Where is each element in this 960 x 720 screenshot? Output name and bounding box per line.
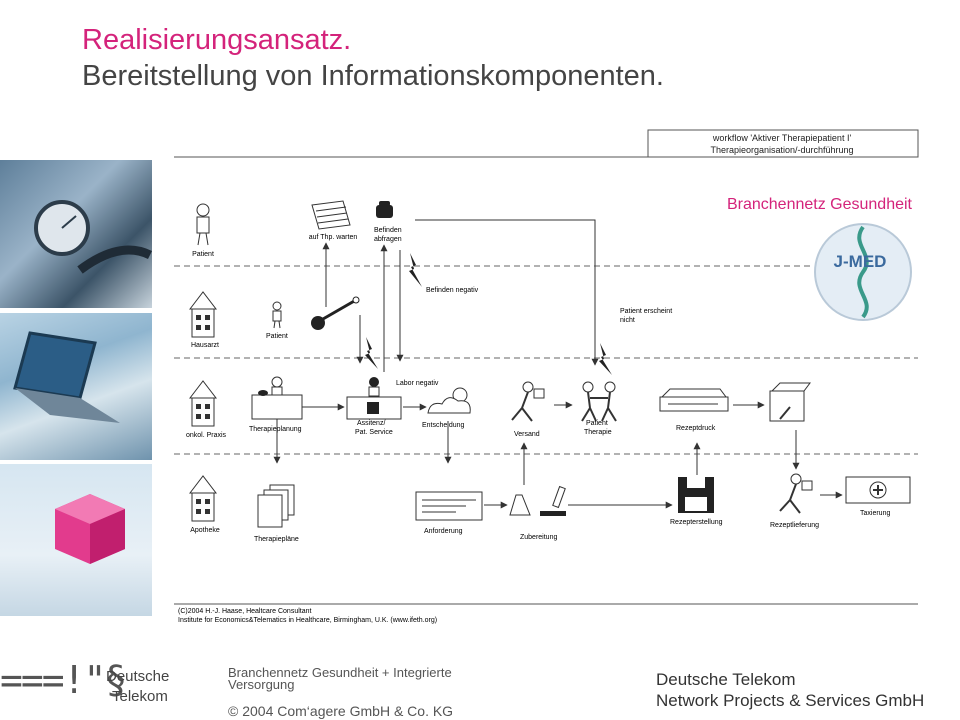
calendar-icon [311, 200, 351, 230]
credits-line2: Institute for Economics&Telematics in He… [178, 617, 437, 624]
photo-laptop [0, 313, 152, 460]
network-label: Branchennetz Gesundheit [727, 196, 913, 213]
lab-microscope-icon [509, 485, 566, 516]
lane-label-apotheke: Apotheke [190, 527, 220, 534]
photo-cube [0, 464, 152, 616]
node-taxierung: Taxierung [860, 510, 890, 517]
patient-small-figure [272, 301, 282, 329]
workflow-box-line2: Therapieorganisation/-durchführung [710, 145, 853, 155]
footer-company-line2: Network Projects & Services GmbH [656, 691, 925, 710]
telephone-icon [376, 201, 393, 218]
node-anforderung: Anforderung [424, 528, 463, 535]
page-subtitle: Bereitstellung von Informationskomponent… [82, 60, 664, 92]
therapieplanung-desk-icon [251, 376, 303, 420]
telekom-logo: ===!"§ [0, 658, 127, 702]
lightning-befinden-icon [409, 253, 422, 287]
footer-company-line1: Deutsche Telekom [656, 670, 796, 689]
photo-blood-pressure [0, 160, 153, 308]
node-rezeptlieferung: Rezeptlieferung [770, 522, 819, 529]
brand-line1: Deutsche [106, 668, 170, 685]
lane-label-hausarzt: Hausarzt [191, 342, 219, 349]
node-befinden-line1: Befinden [374, 227, 402, 234]
workflow-title-box: workflow 'Aktiver Therapiepatient I' The… [647, 129, 919, 158]
node-befinden-negativ: Befinden negativ [426, 287, 479, 294]
lane-label-praxis: onkol. Praxis [186, 432, 227, 439]
footer-copyright: © 2004 Com‘agere GmbH & Co. KG [228, 703, 454, 719]
node-patient-small: Patient [266, 333, 288, 340]
node-zubereitung: Zubereitung [520, 534, 557, 541]
node-therapieplanung: Therapieplanung [249, 426, 302, 433]
node-rezeptdruck: Rezeptdruck [676, 425, 716, 432]
credits-line1: (C)2004 H.-J. Haase, Healtcare Consultan… [178, 608, 312, 615]
node-therapieplaene: Therapiepläne [254, 536, 299, 543]
jmed-logo: J-MED [814, 223, 912, 321]
page-title: Realisierungsansatz. [82, 24, 352, 56]
patient-therapie-figures-icon [581, 381, 617, 422]
assistenz-desk-icon [346, 377, 402, 420]
lane-label-patient: Patient [192, 251, 214, 258]
taxierung-money-icon [845, 476, 911, 504]
lightning-labor-icon [365, 337, 378, 369]
weather-cloud-icon [427, 387, 471, 414]
node-versand: Versand [514, 431, 540, 438]
lane-hausarzt-house-icon [188, 291, 218, 338]
node-assistenz-line1: Assitenz/ [357, 420, 385, 427]
workflow-box-line1: workflow 'Aktiver Therapiepatient I' [712, 133, 852, 143]
node-labor-negativ: Labor negativ [396, 380, 439, 387]
workflow-diagram: workflow 'Aktiver Therapiepatient I' The… [174, 129, 919, 624]
floppy-disk-icon [678, 477, 714, 513]
node-patient-erscheint-line1: Patient erscheint [620, 308, 672, 315]
node-auf-thp-warten: auf Thp. warten [309, 234, 358, 241]
lightning-erscheint-icon [599, 343, 612, 375]
brand-line2: Telekom [112, 688, 168, 705]
versand-runner-icon [511, 381, 545, 422]
node-patient-erscheint-line2: nicht [620, 317, 635, 324]
document-sign-icon [769, 382, 811, 422]
footer-middle-text: Branchennetz Gesundheit + Integrierte Ve… [228, 665, 452, 692]
lane-praxis-house-icon [188, 380, 218, 427]
flow-arrows [273, 219, 843, 509]
node-assistenz-line2: Pat. Service [355, 429, 393, 436]
stethoscope-icon [311, 296, 360, 330]
printer-icon [659, 388, 729, 412]
therapieplaene-documents-icon [257, 484, 295, 528]
jmed-logo-text: J-MED [834, 252, 887, 271]
node-patient-therapie-line2: Therapie [584, 429, 612, 436]
node-entscheidung: Entscheidung [422, 422, 465, 429]
lane-patient-figure [196, 203, 210, 246]
anforderung-check-icon [415, 491, 483, 521]
node-patient-therapie-line1: Patient [586, 420, 608, 427]
rezeptlieferung-runner-icon [779, 473, 813, 514]
lane-apotheke-house-icon [188, 475, 218, 522]
node-rezepterstellung: Rezepterstellung [670, 519, 723, 526]
node-befinden-line2: abfragen [374, 236, 402, 243]
